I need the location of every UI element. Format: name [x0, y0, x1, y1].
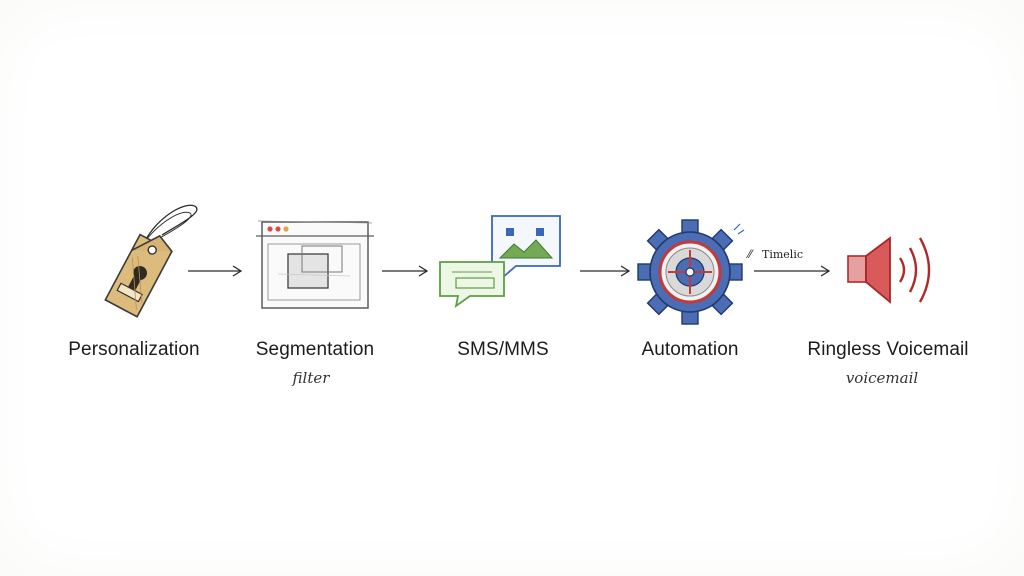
speaker-icon — [847, 236, 931, 304]
browser-window-icon — [256, 220, 374, 309]
arrow-note: Timelic — [762, 248, 803, 261]
arrow-note-mark: ⁄⁄ — [748, 248, 752, 261]
step-label-personalization: Personalization — [68, 339, 200, 360]
chat-bubbles-icon — [439, 215, 561, 309]
gear-clock-icon — [637, 219, 745, 325]
arrow-1 — [188, 265, 243, 277]
step-sublabel-segmentation: filter — [292, 369, 330, 387]
step-label-sms-mms: SMS/MMS — [457, 339, 549, 360]
step-label-ringless-voicemail: Ringless Voicemail — [807, 339, 969, 360]
arrow-3 — [580, 265, 631, 277]
step-label-segmentation: Segmentation — [255, 339, 375, 360]
arrow-2 — [382, 265, 429, 277]
step-sublabel-voicemail: voicemail — [845, 369, 919, 387]
step-label-automation: Automation — [641, 339, 739, 360]
price-tag-icon — [104, 204, 198, 318]
paper-background — [30, 40, 994, 536]
arrow-4 — [754, 265, 831, 277]
